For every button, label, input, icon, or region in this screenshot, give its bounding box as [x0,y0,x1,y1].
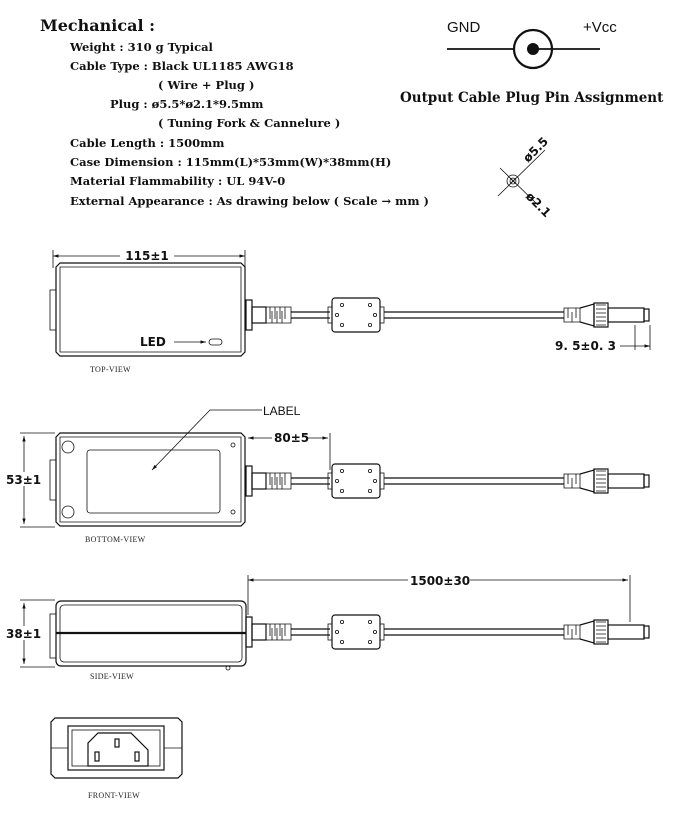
plug-length-dim: 9. 5±0. 3 [555,339,616,353]
label-area [86,449,221,514]
front-view-caption: FRONT-VIEW [88,791,140,800]
cable-length-dim: 1500±30 [410,574,470,588]
spec-weight: Weight : 310 g Typical [69,40,214,54]
output-cable [245,297,650,333]
width-dim: 53±1 [6,473,41,487]
side-view-caption: SIDE-VIEW [90,672,134,681]
spec-appearance: External Appearance : As drawing below (… [70,194,429,208]
spec-case-dimension: Case Dimension : 115mm(L)*53mm(W)*38mm(H… [70,155,391,169]
mechanical-title: Mechanical : [40,16,155,35]
output-cable [245,614,650,650]
top-view-caption: TOP-VIEW [90,365,131,374]
output-cable [245,463,650,499]
bottom-view-caption: BOTTOM-VIEW [85,535,146,544]
front-view: FRONT-VIEW [50,717,183,800]
pin-assignment-caption: Output Cable Plug Pin Assignment [400,90,664,106]
plug-symbol-icon [447,28,600,70]
iec-c14-inlet-icon [87,732,149,767]
vcc-label: +Vcc [583,19,617,36]
gnd-label: GND [447,19,481,36]
spec-plug-note: ( Tuning Fork & Cannelure ) [158,116,340,130]
spec-cable-type: Cable Type : Black UL1185 AWG18 [70,59,294,73]
length-dim: 115±1 [125,249,168,263]
top-view: 115±1 LED 9. 5±0. 3 TOP-VIEW [49,248,651,374]
label-callout: LABEL [263,404,301,418]
bottom-view: LABEL 53±1 80±5 BOTTOM-VIEW [5,404,650,544]
spec-cable-length: Cable Length : 1500mm [70,136,224,150]
inner-diameter-label: ø2.1 [523,189,554,220]
spec-plug: Plug : ø5.5*ø2.1*9.5mm [110,97,263,111]
spec-cable-type-note: ( Wire + Plug ) [158,78,254,92]
height-dim: 38±1 [6,627,41,641]
spec-flammability: Material Flammability : UL 94V-0 [70,174,285,188]
plug-diameter-diagram: ø5.5 ø2.1 [497,134,554,220]
led-indicator [208,338,223,346]
outer-diameter-label: ø5.5 [520,134,551,165]
ferrite-distance-dim: 80±5 [274,431,309,445]
led-label: LED [140,335,166,349]
side-view: 1500±30 38±1 SIDE-VIEW [5,573,650,681]
